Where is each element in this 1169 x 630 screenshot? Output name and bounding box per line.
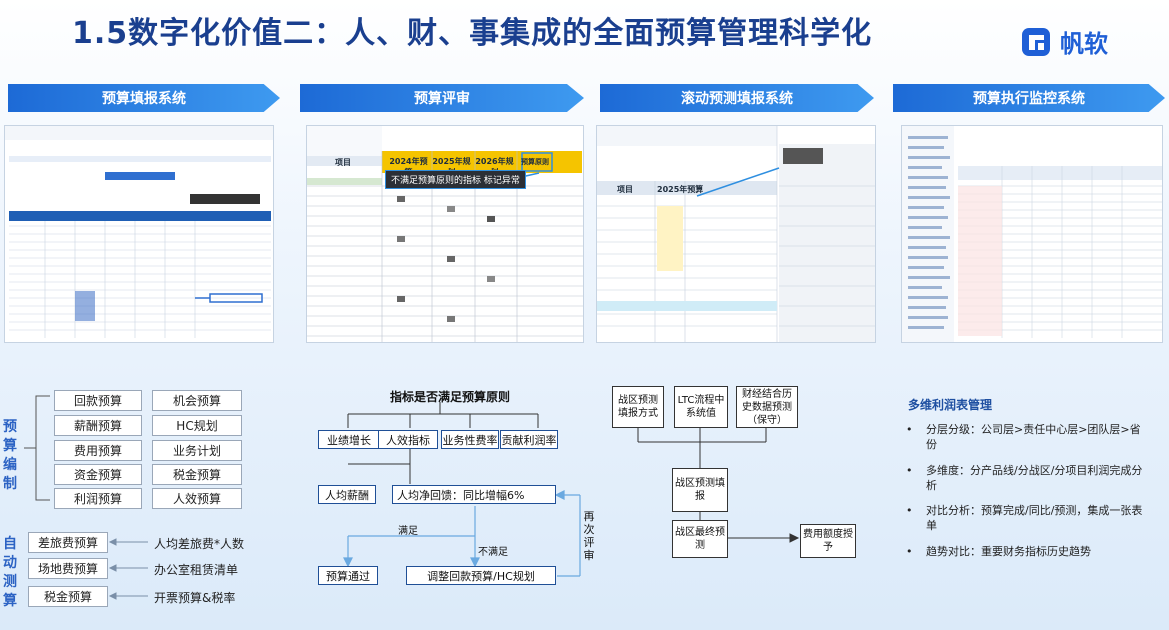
review-question: 指标是否满足预算原则 xyxy=(390,390,511,404)
page-title: 1.5数字化价值二：人、财、事集成的全面预算管理科学化 xyxy=(72,16,873,51)
banner-rolling-forecast: 滚动预测填报系统 xyxy=(600,84,874,112)
fanruan-logo-icon xyxy=(1022,27,1050,56)
forecast-method-box: 战区预测填报方式 xyxy=(612,386,664,428)
review-col-principle: 预算原则 xyxy=(521,158,549,166)
abnormal-callout: 不满足预算原则的指标 标记异常 xyxy=(385,170,526,189)
retry-label: 再次评审 xyxy=(583,510,595,562)
metric-profit-rate: 贡献利润率 xyxy=(500,430,558,449)
screenshot-budget-fill xyxy=(4,125,274,343)
forecast-fill-box: 战区预测填报 xyxy=(672,468,728,512)
forecast-col-item: 项目 xyxy=(617,185,633,194)
grid-item-salary: 薪酬预算 xyxy=(54,415,142,436)
screenshot-execution-monitor xyxy=(901,125,1163,343)
budget-review-table xyxy=(307,126,583,342)
grid-item-opportunity: 机会预算 xyxy=(152,390,242,411)
logo-text: 帆软 xyxy=(1060,30,1108,58)
grid-item-hc: HC规划 xyxy=(152,415,242,436)
label-auto-calc: 自动测算 xyxy=(3,536,17,609)
auto-venue-source: 办公室租赁清单 xyxy=(154,563,239,577)
banner-budget-review: 预算评审 xyxy=(300,84,584,112)
banner-budget-fill: 预算填报系统 xyxy=(8,84,280,112)
auto-arrows xyxy=(108,538,148,600)
grid-item-collection: 回款预算 xyxy=(54,390,142,411)
auto-tax-source: 开票预算&税率 xyxy=(154,591,236,605)
bullet-hierarchy: •分层分级：公司层>责任中心层>团队层>省份 xyxy=(906,423,1141,451)
bullet-trend: •趋势对比：重要财务指标历史趋势 xyxy=(906,545,1091,558)
expense-quota-box: 费用额度授予 xyxy=(800,524,856,558)
metric-efficiency: 人效指标 xyxy=(378,430,438,449)
budget-fill-table xyxy=(5,126,273,338)
auto-travel: 差旅费预算 xyxy=(28,532,108,553)
return-box: 人均净回馈：同比增幅6% xyxy=(392,485,556,504)
logo: 帆软 xyxy=(1020,24,1108,59)
grid-item-efficiency: 人效预算 xyxy=(152,488,242,509)
execution-monitor-table xyxy=(902,126,1162,342)
grid-item-expense: 费用预算 xyxy=(54,440,142,461)
salary-box: 人均薪酬 xyxy=(318,485,376,504)
grid-item-tax: 税金预算 xyxy=(152,464,242,485)
final-forecast-box: 战区最终预测 xyxy=(672,520,728,558)
screenshot-rolling-forecast: 项目 2025年预算 xyxy=(596,125,876,343)
forecast-flow-lines xyxy=(637,428,800,543)
auto-venue: 场地费预算 xyxy=(28,558,108,579)
bullet-comparison: •对比分析：预算完成/同比/预测，集成一张表单 xyxy=(906,504,1143,532)
auto-tax: 税金预算 xyxy=(28,586,108,607)
review-col-item: 项目 xyxy=(335,158,351,167)
label-not-satisfied: 不满足 xyxy=(478,547,508,558)
metric-growth: 业绩增长 xyxy=(318,430,380,449)
metric-expense-rate: 业务性费率 xyxy=(441,430,499,449)
review-flow-lines xyxy=(343,402,581,577)
ltc-system-box: LTC流程中系统值 xyxy=(674,386,728,428)
grid-item-profit: 利润预算 xyxy=(54,488,142,509)
screenshot-budget-review: 2024年预算 2025年规划 2026年规划 预算原则 项目 不满足预算原则的… xyxy=(306,125,584,343)
finance-history-box: 财经结合历史数据预测（保守） xyxy=(736,386,798,428)
bullet-dimensions: •多维度：分产品线/分战区/分项目利润完成分析 xyxy=(906,464,1143,492)
compile-bracket xyxy=(24,395,50,501)
label-satisfied: 满足 xyxy=(398,526,418,537)
grid-item-business-plan: 业务计划 xyxy=(152,440,242,461)
rolling-forecast-table xyxy=(597,126,875,342)
profit-table-title: 多维利润表管理 xyxy=(908,398,993,412)
label-budget-compile: 预算编制 xyxy=(3,419,17,492)
auto-travel-formula: 人均差旅费*人数 xyxy=(154,537,245,551)
adjust-box: 调整回款预算/HC规划 xyxy=(406,566,556,585)
banner-execution-monitor: 预算执行监控系统 xyxy=(893,84,1165,112)
grid-item-fund: 资金预算 xyxy=(54,464,142,485)
forecast-col-2025: 2025年预算 xyxy=(657,185,704,194)
pass-box: 预算通过 xyxy=(318,566,378,585)
